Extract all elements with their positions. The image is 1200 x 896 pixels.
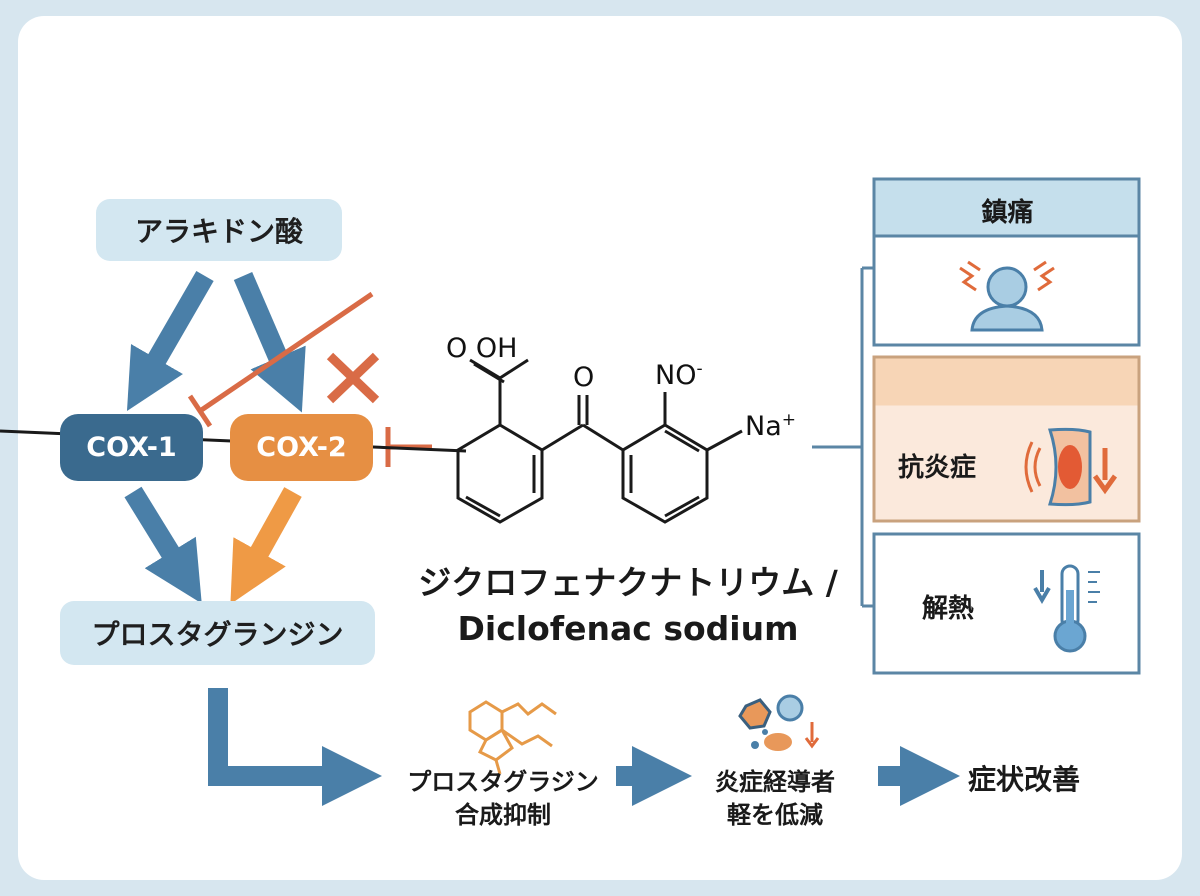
pain-person-icon bbox=[959, 260, 1055, 332]
effect-label-antiinflammatory: 抗炎症 bbox=[898, 453, 977, 483]
benzene-ring-right bbox=[621, 423, 709, 524]
effects-connector bbox=[812, 266, 875, 608]
arrow-cox1-to-product bbox=[124, 486, 202, 604]
inhibit-line-cox1 bbox=[198, 291, 374, 414]
label-no: NO- bbox=[655, 359, 703, 391]
pathway-arrows bbox=[124, 270, 306, 605]
cox1-node: COX-1 bbox=[60, 414, 203, 481]
inhibit-cross-b bbox=[326, 352, 380, 404]
prostaglandin-molecule-icon bbox=[468, 700, 557, 775]
mediators-icon bbox=[738, 694, 820, 751]
inflamed-joint-icon bbox=[1024, 427, 1118, 507]
flow-step-symptom-improvement: 症状改善 bbox=[968, 763, 1081, 796]
benzene-ring-left bbox=[456, 423, 544, 524]
flow-step1-line2: 合成抑制 bbox=[455, 801, 551, 829]
effect-panel-analgesic bbox=[872, 177, 1141, 347]
effect-label-antipyretic: 解熱 bbox=[922, 594, 975, 624]
drug-name: ジクロフェナクナトリウム / Diclofenac sodium bbox=[418, 560, 838, 652]
cox2-node: COX-2 bbox=[230, 414, 373, 481]
arrow-cox2-to-product bbox=[230, 487, 302, 605]
label-carboxyl: O OH bbox=[446, 333, 518, 364]
inhibit-bar-cox1 bbox=[187, 394, 213, 428]
effect-panel-antipyretic bbox=[872, 532, 1141, 675]
prostaglandin-node: プロスタグランジン bbox=[60, 601, 375, 665]
thermometer-icon bbox=[1033, 564, 1100, 653]
flow-step1-line1: プロスタグラジン bbox=[407, 768, 599, 796]
arrow-substrate-to-cox1 bbox=[126, 270, 214, 411]
arachidonic-acid-node: アラキドン酸 bbox=[96, 199, 342, 261]
flow-step-mediator-reduction: 炎症経導者 軽を低減 bbox=[690, 766, 860, 832]
flow-step-synthesis-inhibition: プロスタグラジン 合成抑制 bbox=[396, 766, 610, 832]
drug-name-jp: ジクロフェナクナトリウム / bbox=[418, 563, 838, 602]
flow-step2-line2: 軽を低減 bbox=[727, 801, 823, 829]
label-ketone-o: O bbox=[573, 362, 595, 393]
effect-label-analgesic: 鎮痛 bbox=[981, 198, 1034, 228]
arrow-substrate-to-cox2 bbox=[233, 272, 306, 413]
drug-name-en: Diclofenac sodium bbox=[457, 609, 799, 648]
effect-panel-antiinflammatory bbox=[872, 355, 1141, 523]
flow-elbow-arrow bbox=[208, 688, 382, 806]
label-sodium: Na+ bbox=[745, 410, 796, 442]
flow-step2-line1: 炎症経導者 bbox=[715, 768, 835, 796]
bottom-flow bbox=[208, 688, 960, 806]
